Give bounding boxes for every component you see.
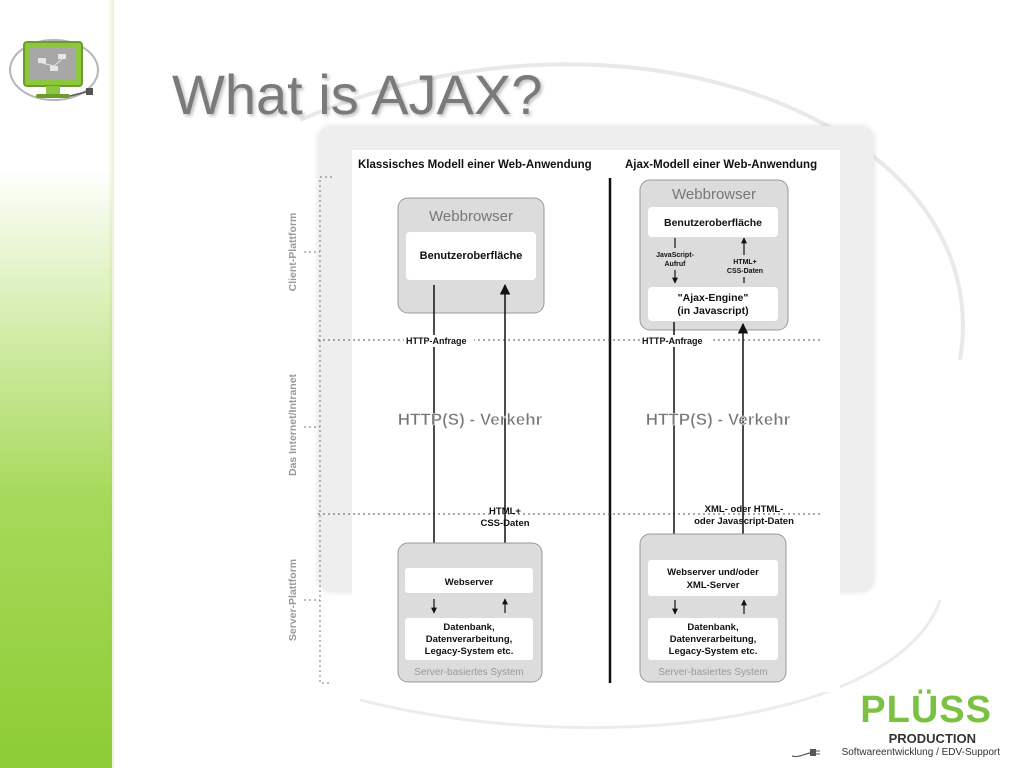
page-title: What is AJAX?: [172, 63, 543, 126]
classic-request-label-bg: [404, 335, 474, 347]
ajax-js-call-line1: JavaScript-: [656, 252, 694, 259]
layer-label-client: Client-Plattform: [287, 213, 299, 292]
ajax-webserver-line2: XML-Server: [687, 580, 740, 591]
ajax-db-line1: Datenbank,: [687, 622, 738, 633]
ajax-response-line1: XML- oder HTML-: [705, 504, 784, 515]
classic-request-label: HTTP-Anfrage: [406, 336, 467, 346]
sidebar-gradient: [0, 0, 112, 768]
ajax-html-css-line1: HTML+: [733, 259, 757, 266]
brand-logo: PLÜSS PRODUCTION Softwareentwicklung / E…: [792, 689, 1000, 764]
ajax-html-css-bg: [722, 255, 768, 277]
classic-db-box: [405, 618, 533, 660]
ajax-request-label: HTTP-Anfrage: [642, 336, 703, 346]
classic-webserver-label: Webserver: [445, 577, 494, 588]
ajax-db-box: [648, 618, 778, 660]
brand-tagline: Softwareentwicklung / EDV-Support: [841, 747, 1000, 758]
ajax-html-css-line2: CSS-Daten: [727, 268, 763, 275]
layer-label-internet: Das Internet/Intranet: [287, 373, 299, 476]
ajax-webserver-line1: Webserver und/oder: [667, 567, 759, 578]
ajax-engine-line2: (in Javascript): [677, 305, 748, 317]
ajax-ui-label: Benutzeroberfläche: [664, 217, 762, 229]
header-classic: Klassisches Modell einer Web-Anwendung: [358, 159, 592, 171]
ajax-engine-line1: "Ajax-Engine": [678, 292, 749, 304]
ajax-request-label-bg: [640, 335, 710, 347]
header-ajax: Ajax-Modell einer Web-Anwendung: [625, 159, 817, 171]
classic-server-box: [397, 542, 543, 683]
plug-icon: [792, 749, 820, 758]
classic-server-caption: Server-basiertes System: [414, 667, 523, 678]
classic-ui-label: Benutzeroberfläche: [420, 250, 523, 262]
ajax-response-line2: oder Javascript-Daten: [694, 516, 794, 527]
classic-db-line1: Datenbank,: [443, 622, 494, 633]
ajax-ui-box: [648, 207, 778, 237]
classic-db-line2: Datenverarbeitung,: [426, 634, 513, 645]
sidebar-edge: [108, 0, 114, 768]
classic-response-line2: CSS-Daten: [480, 518, 529, 529]
ajax-server-caption: Server-basiertes System: [658, 667, 767, 678]
ajax-js-call-bg: [650, 248, 700, 270]
classic-webserver-box: [405, 568, 533, 593]
brand-name: PLÜSS: [860, 689, 992, 731]
classic-response-line1: HTML+: [489, 506, 521, 517]
ajax-browser-title: Webbrowser: [672, 186, 756, 203]
classic-db-line3: Legacy-System etc.: [425, 646, 514, 657]
ajax-traffic-label: HTTP(S) - Verkehr: [646, 410, 791, 429]
classic-browser-title: Webbrowser: [429, 208, 513, 225]
brand-subtitle: PRODUCTION: [888, 731, 976, 746]
layer-bracket: [319, 176, 332, 684]
classic-ui-box: [406, 232, 536, 280]
ajax-engine-box: [648, 287, 778, 321]
layer-label-server: Server-Plattform: [287, 559, 299, 641]
monitor-logo-icon: [9, 39, 99, 101]
ajax-db-line2: Datenverarbeitung,: [670, 634, 757, 645]
ajax-js-call-line2: Aufruf: [665, 261, 687, 268]
ajax-db-line3: Legacy-System etc.: [669, 646, 758, 657]
classic-traffic-label: HTTP(S) - Verkehr: [398, 410, 543, 429]
ajax-webserver-box: [648, 560, 778, 596]
